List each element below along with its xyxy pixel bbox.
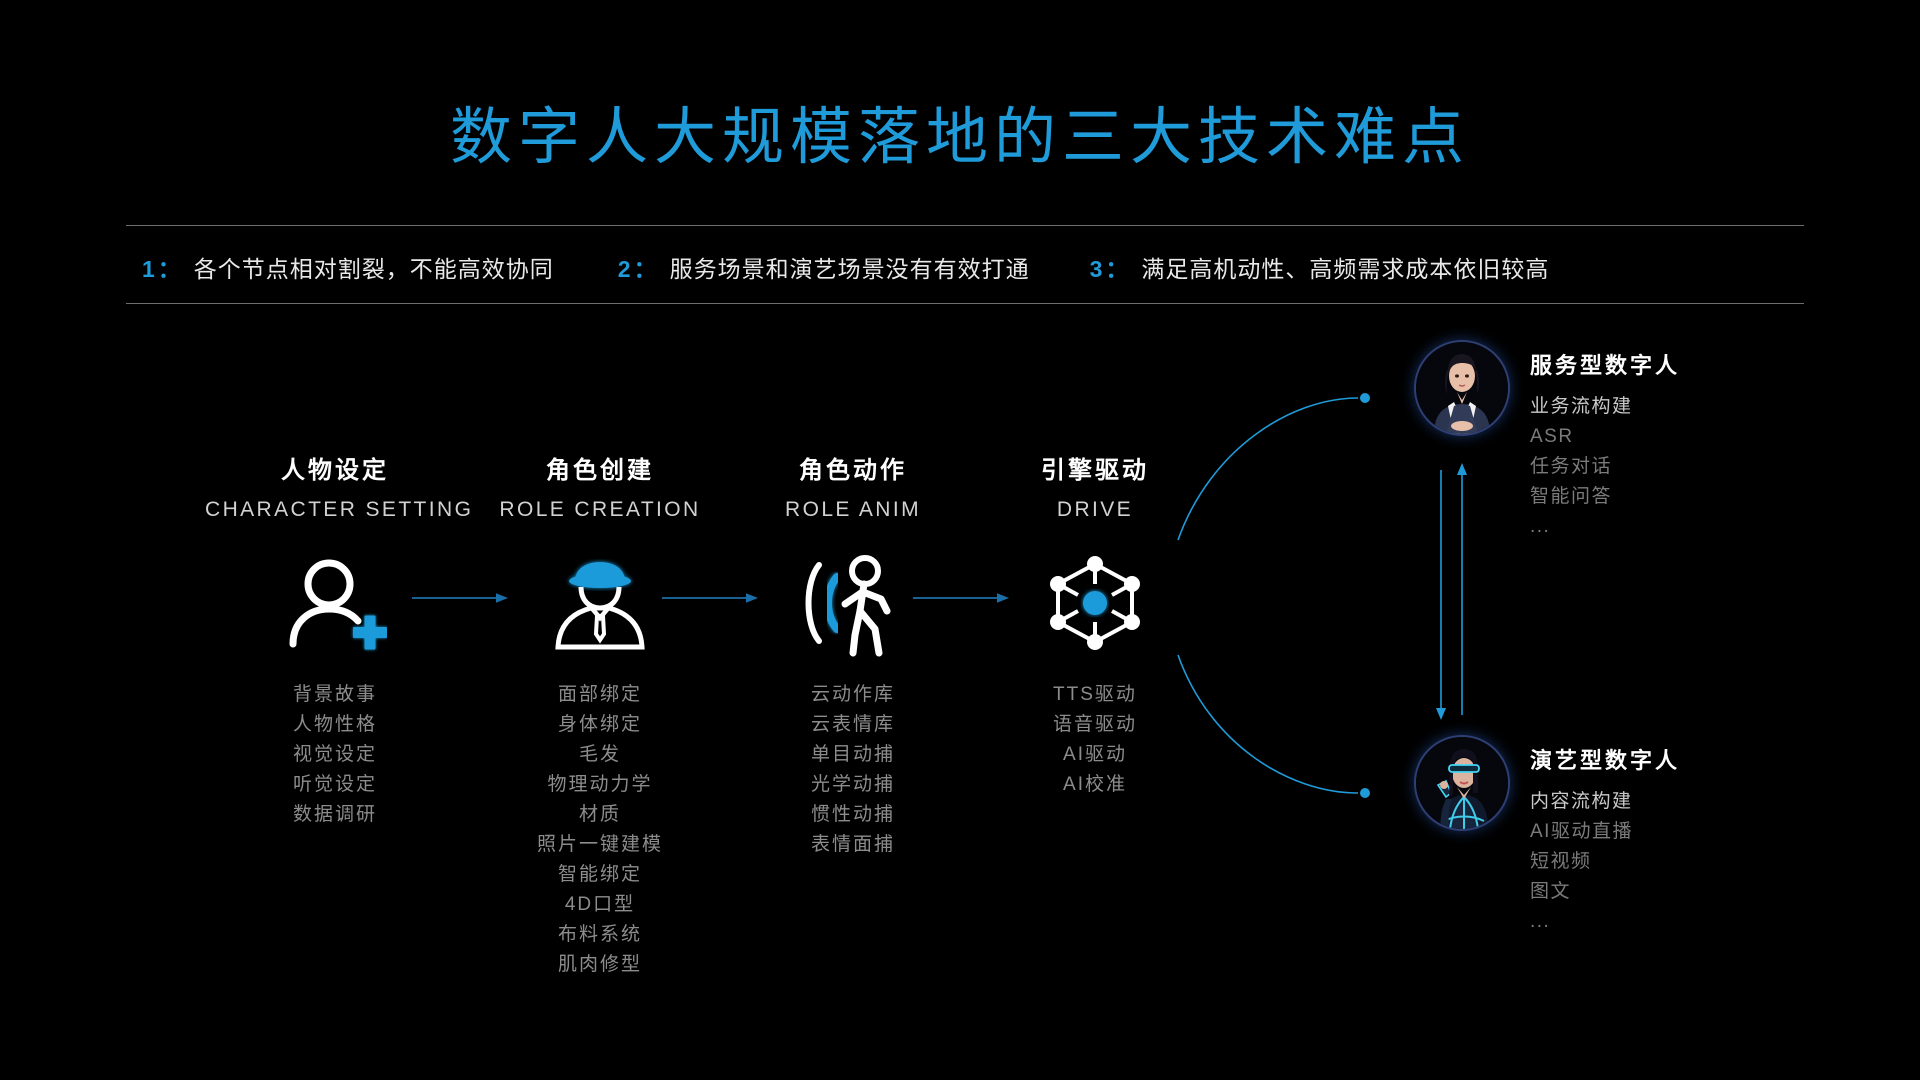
list-item: 身体绑定 xyxy=(557,714,642,735)
list-item: 人物性格 xyxy=(292,714,377,735)
business-woman-avatar xyxy=(1414,340,1510,436)
pain-point-2-text: 服务场景和演艺场景没有有效打通 xyxy=(669,256,1030,282)
list-item: 智能绑定 xyxy=(557,864,642,885)
pain-point-1: 1 ： 各个节点相对割裂，不能高效协同 xyxy=(142,250,554,284)
pain-point-3-text: 满足高机动性、高频需求成本依旧较高 xyxy=(1141,256,1550,282)
outcome-performance-digital-human[interactable]: 演艺型数字人 内容流构建 AI驱动直播 短视频 图文 ... xyxy=(1414,735,1680,937)
pain-point-1-number: 1 xyxy=(142,256,156,282)
pain-point-1-text: 各个节点相对割裂，不能高效协同 xyxy=(193,256,554,282)
divider-bottom xyxy=(126,303,1804,304)
engine-node-icon xyxy=(965,544,1225,662)
outcome-show-list: 内容流构建 AI驱动直播 短视频 图文 ... xyxy=(1530,787,1680,937)
virtual-idol-avatar xyxy=(1414,735,1510,831)
pain-point-3: 3 ： 满足高机动性、高频需求成本依旧较高 xyxy=(1090,250,1550,284)
list-item: 云动作库 xyxy=(810,684,895,705)
stage-1-item-list: 背景故事 人物性格 视觉设定 听觉设定 数据调研 xyxy=(205,680,465,830)
stage-1-title-en: CHARACTER SETTING xyxy=(205,498,474,521)
list-item: 智能问答 xyxy=(1530,486,1613,507)
list-item: 云表情库 xyxy=(810,714,895,735)
list-item: 任务对话 xyxy=(1530,456,1613,477)
outcome-service-digital-human[interactable]: 服务型数字人 业务流构建 ASR 任务对话 智能问答 ... xyxy=(1414,340,1680,542)
list-item: 语音驱动 xyxy=(1052,714,1137,735)
list-item: 照片一键建模 xyxy=(536,834,663,855)
list-item: 肌肉修型 xyxy=(557,954,642,975)
stage-3-title-cn: 角色动作 xyxy=(799,457,907,484)
pain-point-2-colon: ： xyxy=(633,256,658,282)
list-item: 惯性动捕 xyxy=(810,804,895,825)
list-item: 4D口型 xyxy=(564,894,636,915)
list-item: AI驱动直播 xyxy=(1530,821,1633,842)
stage-2-item-list: 面部绑定 身体绑定 毛发 物理动力学 材质 照片一键建模 智能绑定 4D口型 布… xyxy=(470,680,730,980)
page-title: 数字人大规模落地的三大技术难点 xyxy=(449,103,1470,172)
list-item: 听觉设定 xyxy=(292,774,377,795)
list-item: 背景故事 xyxy=(292,684,377,705)
character-avatar-icon xyxy=(470,544,730,662)
pipeline-stage-drive[interactable]: 引擎驱动 DRIVE TTS驱动 语音驱动 AI驱动 AI校准 xyxy=(965,450,1225,800)
pipeline-arrow-1 xyxy=(412,593,508,603)
stage-3-title-en: ROLE ANIM xyxy=(785,498,921,521)
list-item: 布料系统 xyxy=(557,924,642,945)
list-item: 物理动力学 xyxy=(547,774,653,795)
list-item: 业务流构建 xyxy=(1530,396,1633,417)
pain-point-1-colon: ： xyxy=(157,256,182,282)
pipeline-stage-role-anim[interactable]: 角色动作 ROLE ANIM 云动作库 云表情库 单目动捕 光学动捕 惯 xyxy=(723,450,983,860)
list-item: ... xyxy=(1530,911,1551,932)
list-item: 图文 xyxy=(1530,881,1572,902)
list-item: 毛发 xyxy=(578,744,621,765)
list-item: ... xyxy=(1530,516,1551,537)
list-item: 短视频 xyxy=(1530,851,1592,872)
list-item: AI驱动 xyxy=(1063,744,1127,765)
pipeline-stage-character-setting[interactable]: 人物设定 CHARACTER SETTING 背景故事 人物性格 视觉设定 听觉… xyxy=(205,450,474,830)
motion-capture-icon xyxy=(723,544,983,662)
stage-4-item-list: TTS驱动 语音驱动 AI驱动 AI校准 xyxy=(965,680,1225,800)
pain-point-2: 2 ： 服务场景和演艺场景没有有效打通 xyxy=(618,250,1030,284)
outcome-show-title: 演艺型数字人 xyxy=(1530,748,1681,773)
outcome-service-title: 服务型数字人 xyxy=(1530,353,1681,378)
stage-2-title-en: ROLE CREATION xyxy=(499,498,701,521)
list-item: 内容流构建 xyxy=(1530,791,1633,812)
outcome-service-text: 服务型数字人 业务流构建 ASR 任务对话 智能问答 ... xyxy=(1530,340,1680,542)
list-item: 光学动捕 xyxy=(810,774,895,795)
list-item: ASR xyxy=(1530,426,1574,447)
stage-4-title-cn: 引擎驱动 xyxy=(1041,457,1149,484)
pain-point-row: 1 ： 各个节点相对割裂，不能高效协同 2 ： 服务场景和演艺场景没有有效打通 … xyxy=(126,232,1804,302)
outcome-service-list: 业务流构建 ASR 任务对话 智能问答 ... xyxy=(1530,392,1680,542)
stage-4-title-en: DRIVE xyxy=(1056,498,1134,521)
list-item: AI校准 xyxy=(1063,774,1127,795)
pain-point-3-number: 3 xyxy=(1089,256,1104,282)
pipeline-arrow-3 xyxy=(913,593,1009,603)
pipeline-stage-role-creation[interactable]: 角色创建 ROLE CREATION 面部绑定 身体绑定 毛发 物理动力学 材质… xyxy=(470,450,730,980)
person-add-icon xyxy=(205,544,465,662)
list-item: 视觉设定 xyxy=(292,744,377,765)
list-item: 材质 xyxy=(578,804,621,825)
stage-3-item-list: 云动作库 云表情库 单目动捕 光学动捕 惯性动捕 表情面捕 xyxy=(723,680,983,860)
pain-point-3-colon: ： xyxy=(1105,256,1130,282)
outcome-show-text: 演艺型数字人 内容流构建 AI驱动直播 短视频 图文 ... xyxy=(1530,735,1680,937)
stage-2-title-cn: 角色创建 xyxy=(546,457,654,484)
list-item: 表情面捕 xyxy=(810,834,895,855)
list-item: 单目动捕 xyxy=(810,744,895,765)
pain-point-2-number: 2 xyxy=(617,256,632,282)
list-item: 面部绑定 xyxy=(557,684,642,705)
list-item: 数据调研 xyxy=(292,804,377,825)
list-item: TTS驱动 xyxy=(1053,684,1137,705)
stage-1-title-cn: 人物设定 xyxy=(281,457,389,484)
pipeline-arrow-2 xyxy=(662,593,758,603)
divider-top xyxy=(126,225,1804,226)
